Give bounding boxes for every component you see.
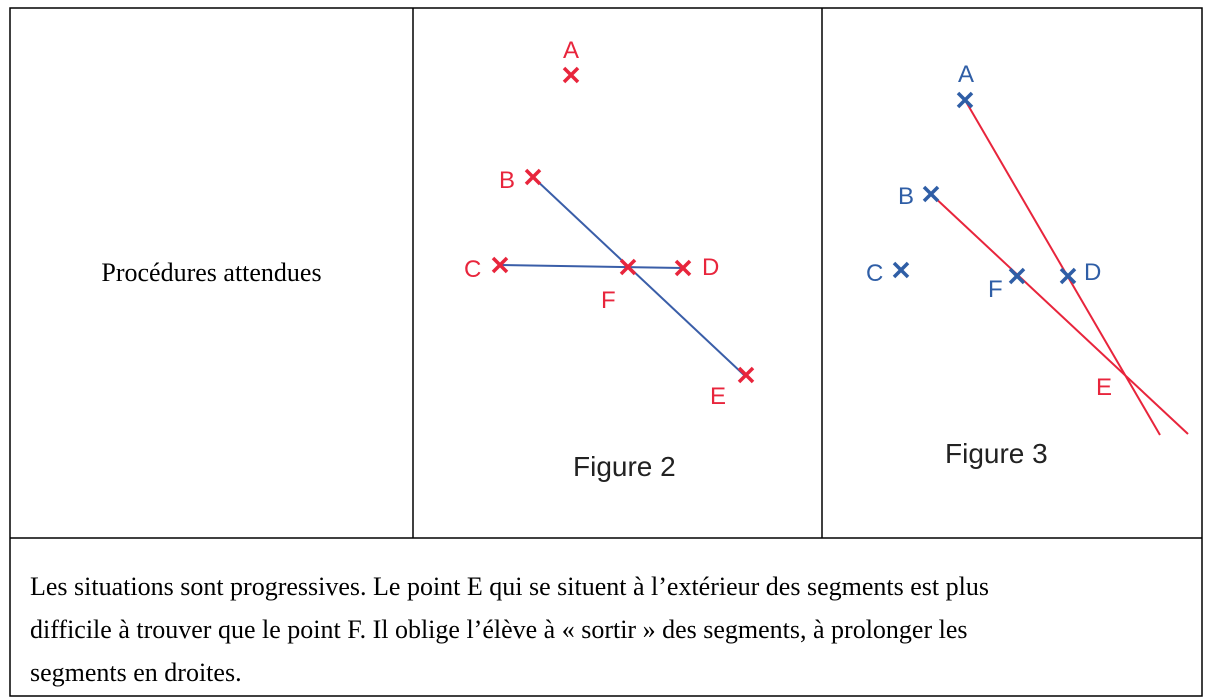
line-BF	[930, 193, 1189, 435]
description-line-1: Les situations sont progressives. Le poi…	[30, 572, 989, 601]
line-AD	[964, 99, 1161, 436]
cross-mark	[491, 256, 509, 274]
cross-mark	[737, 366, 755, 384]
figure-2-caption: Figure 2	[573, 451, 676, 482]
description-text: Les situations sont progressives. Le poi…	[30, 565, 1202, 694]
point-label-B: B	[499, 167, 515, 194]
cross-mark	[922, 185, 940, 203]
cross-mark	[1059, 267, 1077, 285]
point-label-F: F	[988, 276, 1003, 303]
description-line-3: segments en droites.	[30, 658, 242, 687]
description-line-2: difficile à trouver que le point F. Il o…	[30, 615, 968, 644]
figure-3-lines	[930, 99, 1189, 436]
cross-mark	[674, 259, 692, 277]
point-label-A: A	[563, 37, 579, 64]
point-label-D: D	[702, 254, 719, 281]
point-label-C: C	[866, 260, 883, 287]
point-label-C: C	[464, 256, 481, 283]
cross-mark	[956, 91, 974, 109]
point-label-A: A	[958, 61, 974, 88]
figure-2-segments	[499, 176, 745, 376]
point-label-D: D	[1084, 259, 1101, 286]
segment-BE	[532, 176, 745, 376]
cross-mark	[562, 66, 580, 84]
cross-mark	[619, 258, 637, 276]
figure-2-crosses	[491, 66, 755, 384]
point-label-E: E	[710, 383, 726, 410]
figure-3-crosses	[892, 91, 1077, 285]
point-label-E: E	[1096, 374, 1112, 401]
cross-mark	[1008, 267, 1026, 285]
point-label-B: B	[898, 183, 914, 210]
cross-mark	[892, 261, 910, 279]
figure-3-caption: Figure 3	[945, 438, 1048, 469]
segment-CD	[499, 264, 684, 269]
point-label-F: F	[601, 287, 616, 314]
cross-mark	[524, 168, 542, 186]
procedures-label: Procédures attendues	[101, 258, 322, 287]
